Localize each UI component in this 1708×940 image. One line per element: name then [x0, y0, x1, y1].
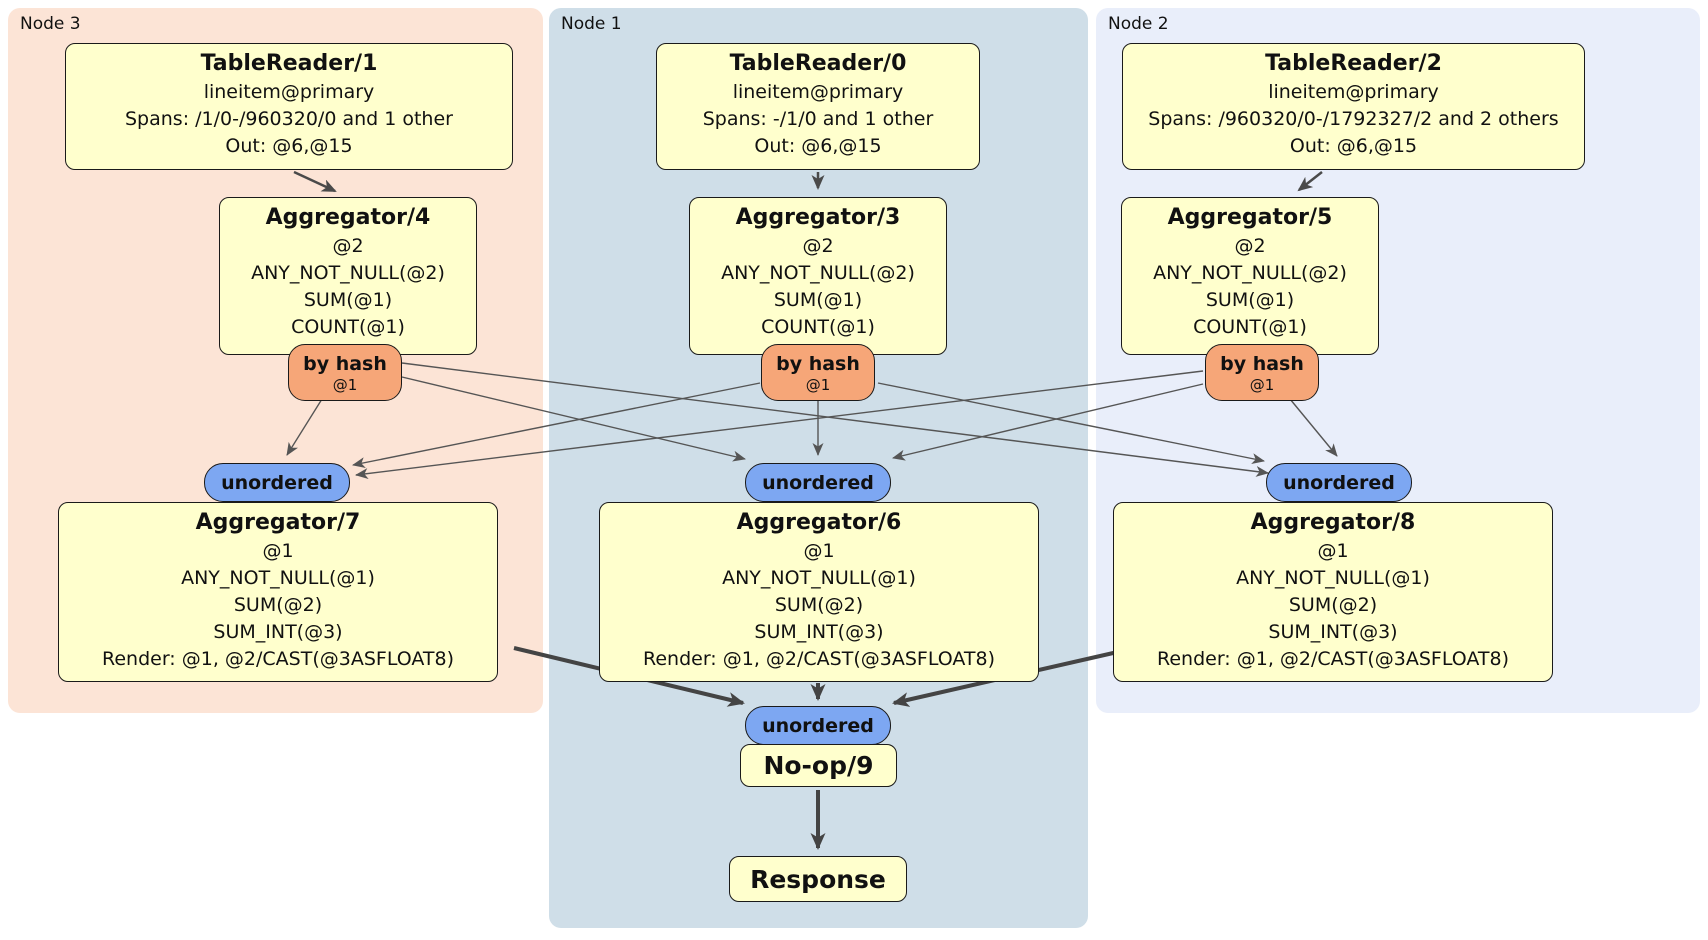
processor-index: lineitem@primary: [732, 81, 904, 103]
processor-tablereader-1: TableReader/1 lineitem@primary Spans: /1…: [65, 43, 513, 170]
processor-aggregator-7: Aggregator/7 @1 ANY_NOT_NULL(@1) SUM(@2)…: [58, 502, 498, 682]
processor-groupcols: @2: [1234, 235, 1266, 257]
router-columns: @1: [332, 375, 358, 394]
processor-spans: Spans: /960320/0-/1792327/2 and 2 others: [1148, 108, 1559, 130]
processor-agg-fn: SUM(@1): [303, 289, 393, 311]
processor-agg-fn: SUM_INT(@3): [1268, 621, 1398, 643]
processor-title: Response: [750, 864, 886, 894]
processor-out: Out: @6,@15: [754, 135, 882, 157]
sync-unordered-node2: unordered: [1266, 463, 1412, 502]
processor-out: Out: @6,@15: [1289, 135, 1418, 157]
processor-agg-fn: SUM(@1): [773, 289, 863, 311]
sync-label: unordered: [221, 471, 333, 494]
processor-agg-fn: COUNT(@1): [291, 316, 405, 338]
processor-agg-fn: SUM(@1): [1205, 289, 1295, 311]
processor-agg-fn: ANY_NOT_NULL(@1): [722, 567, 916, 589]
processor-spans: Spans: -/1/0 and 1 other: [702, 108, 934, 130]
sync-unordered-node3: unordered: [204, 463, 350, 502]
processor-groupcols: @1: [803, 540, 835, 562]
processor-title: Aggregator/4: [265, 205, 431, 230]
processor-agg-fn: SUM(@2): [774, 594, 864, 616]
processor-aggregator-4: Aggregator/4 @2 ANY_NOT_NULL(@2) SUM(@1)…: [219, 197, 477, 355]
processor-agg-fn: ANY_NOT_NULL(@2): [251, 262, 445, 284]
router-columns: @1: [805, 375, 831, 394]
node3-label: Node 3: [20, 14, 81, 34]
processor-index: lineitem@primary: [203, 81, 375, 103]
node2-label: Node 2: [1108, 14, 1169, 34]
sync-label: unordered: [1283, 471, 1395, 494]
processor-agg-fn: COUNT(@1): [1193, 316, 1307, 338]
processor-agg-fn: SUM(@2): [1288, 594, 1378, 616]
router-label: by hash: [303, 352, 387, 375]
processor-groupcols: @1: [1317, 540, 1349, 562]
processor-agg-fn: COUNT(@1): [761, 316, 875, 338]
processor-title: No-op/9: [763, 751, 874, 780]
sync-label: unordered: [762, 471, 874, 494]
processor-groupcols: @2: [332, 235, 364, 257]
processor-title: Aggregator/3: [735, 205, 901, 230]
processor-title: Aggregator/5: [1167, 205, 1333, 230]
processor-aggregator-8: Aggregator/8 @1 ANY_NOT_NULL(@1) SUM(@2)…: [1113, 502, 1553, 682]
processor-tablereader-2: TableReader/2 lineitem@primary Spans: /9…: [1122, 43, 1585, 170]
router-label: by hash: [1220, 352, 1304, 375]
processor-title: TableReader/1: [200, 51, 378, 76]
processor-aggregator-6: Aggregator/6 @1 ANY_NOT_NULL(@1) SUM(@2)…: [599, 502, 1039, 682]
processor-render: Render: @1, @2/CAST(@3ASFLOAT8): [1157, 648, 1509, 670]
processor-title: Aggregator/8: [1250, 510, 1416, 535]
processor-render: Render: @1, @2/CAST(@3ASFLOAT8): [102, 648, 454, 670]
processor-agg-fn: ANY_NOT_NULL(@2): [1153, 262, 1347, 284]
processor-render: Render: @1, @2/CAST(@3ASFLOAT8): [643, 648, 995, 670]
router-label: by hash: [776, 352, 860, 375]
processor-agg-fn: SUM_INT(@3): [754, 621, 884, 643]
processor-out: Out: @6,@15: [225, 135, 353, 157]
processor-index: lineitem@primary: [1268, 81, 1439, 103]
router-by-hash-node3: by hash @1: [288, 344, 402, 401]
node1-label: Node 1: [561, 14, 622, 34]
processor-title: Aggregator/6: [736, 510, 902, 535]
response-node: Response: [729, 856, 907, 902]
processor-title: Aggregator/7: [195, 510, 361, 535]
processor-agg-fn: ANY_NOT_NULL(@2): [721, 262, 915, 284]
router-by-hash-node1: by hash @1: [761, 344, 875, 401]
processor-agg-fn: ANY_NOT_NULL(@1): [181, 567, 375, 589]
processor-title: TableReader/0: [729, 51, 907, 76]
sync-unordered-node1: unordered: [745, 463, 891, 502]
sync-unordered-final: unordered: [745, 706, 891, 745]
processor-aggregator-3: Aggregator/3 @2 ANY_NOT_NULL(@2) SUM(@1)…: [689, 197, 947, 355]
processor-tablereader-0: TableReader/0 lineitem@primary Spans: -/…: [656, 43, 980, 170]
processor-aggregator-5: Aggregator/5 @2 ANY_NOT_NULL(@2) SUM(@1)…: [1121, 197, 1379, 355]
processor-groupcols: @2: [802, 235, 834, 257]
processor-agg-fn: SUM_INT(@3): [213, 621, 343, 643]
processor-agg-fn: ANY_NOT_NULL(@1): [1236, 567, 1430, 589]
sync-label: unordered: [762, 714, 874, 737]
processor-agg-fn: SUM(@2): [233, 594, 323, 616]
processor-spans: Spans: /1/0-/960320/0 and 1 other: [125, 108, 453, 130]
processor-groupcols: @1: [262, 540, 294, 562]
processor-title: TableReader/2: [1265, 51, 1442, 76]
router-columns: @1: [1249, 375, 1275, 394]
router-by-hash-node2: by hash @1: [1205, 344, 1319, 401]
processor-noop-9: No-op/9: [740, 744, 897, 787]
